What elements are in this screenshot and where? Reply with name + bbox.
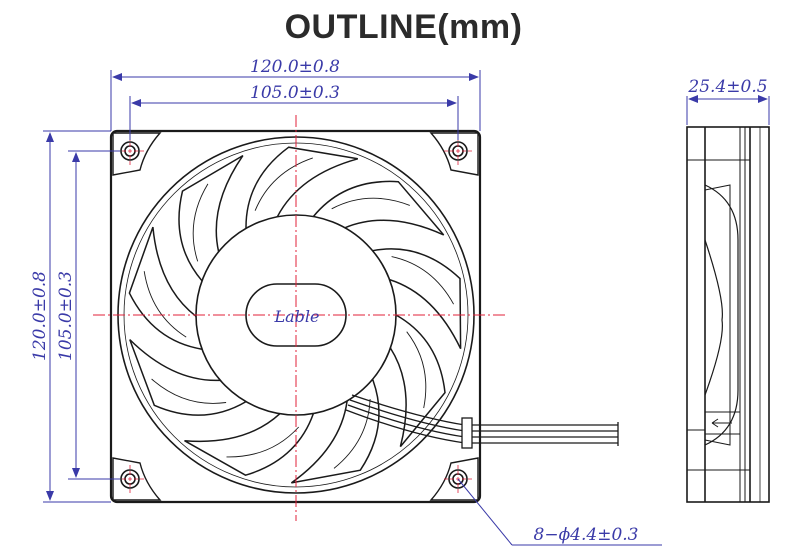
fan-blade-edge — [143, 271, 187, 338]
fan-blade — [184, 412, 315, 477]
front-view: Lable — [93, 115, 619, 521]
dimension-lines — [43, 70, 770, 546]
fan-blade-edge — [254, 157, 313, 211]
fan-blade-edge — [406, 331, 427, 409]
fan-blade — [312, 180, 445, 236]
thickness-dimension: 25.4±0.5 — [687, 77, 767, 97]
hole-pitch-width-dimension: 105.0±0.3 — [250, 83, 340, 103]
corner-bosses — [112, 132, 479, 501]
fan-blade — [128, 226, 203, 351]
fan-blade — [129, 339, 248, 416]
fan-blade — [371, 248, 462, 350]
fan-blade — [245, 146, 358, 230]
side-view — [686, 126, 770, 503]
fan-blades — [128, 146, 462, 484]
fan-blade — [290, 378, 380, 484]
centerlines — [93, 115, 508, 521]
overall-width-dimension: 120.0±0.8 — [250, 57, 340, 77]
overall-height-dimension: 120.0±0.8 — [30, 271, 50, 361]
page-title: OUTLINE(mm) — [284, 8, 523, 46]
fan-blade-edge — [192, 183, 209, 262]
label-text: Lable — [274, 307, 320, 326]
fan-blade-edge — [226, 426, 300, 458]
hole-pitch-height-dimension: 105.0±0.3 — [56, 271, 76, 361]
fan-blade-edge — [151, 378, 227, 404]
fan-blade-edge — [391, 256, 454, 305]
lead-wires — [345, 394, 619, 449]
fan-blade — [389, 313, 446, 448]
mounting-hole-dimension: 8−ϕ4.4±0.3 — [534, 525, 639, 545]
fan-blade-edge — [331, 197, 410, 210]
